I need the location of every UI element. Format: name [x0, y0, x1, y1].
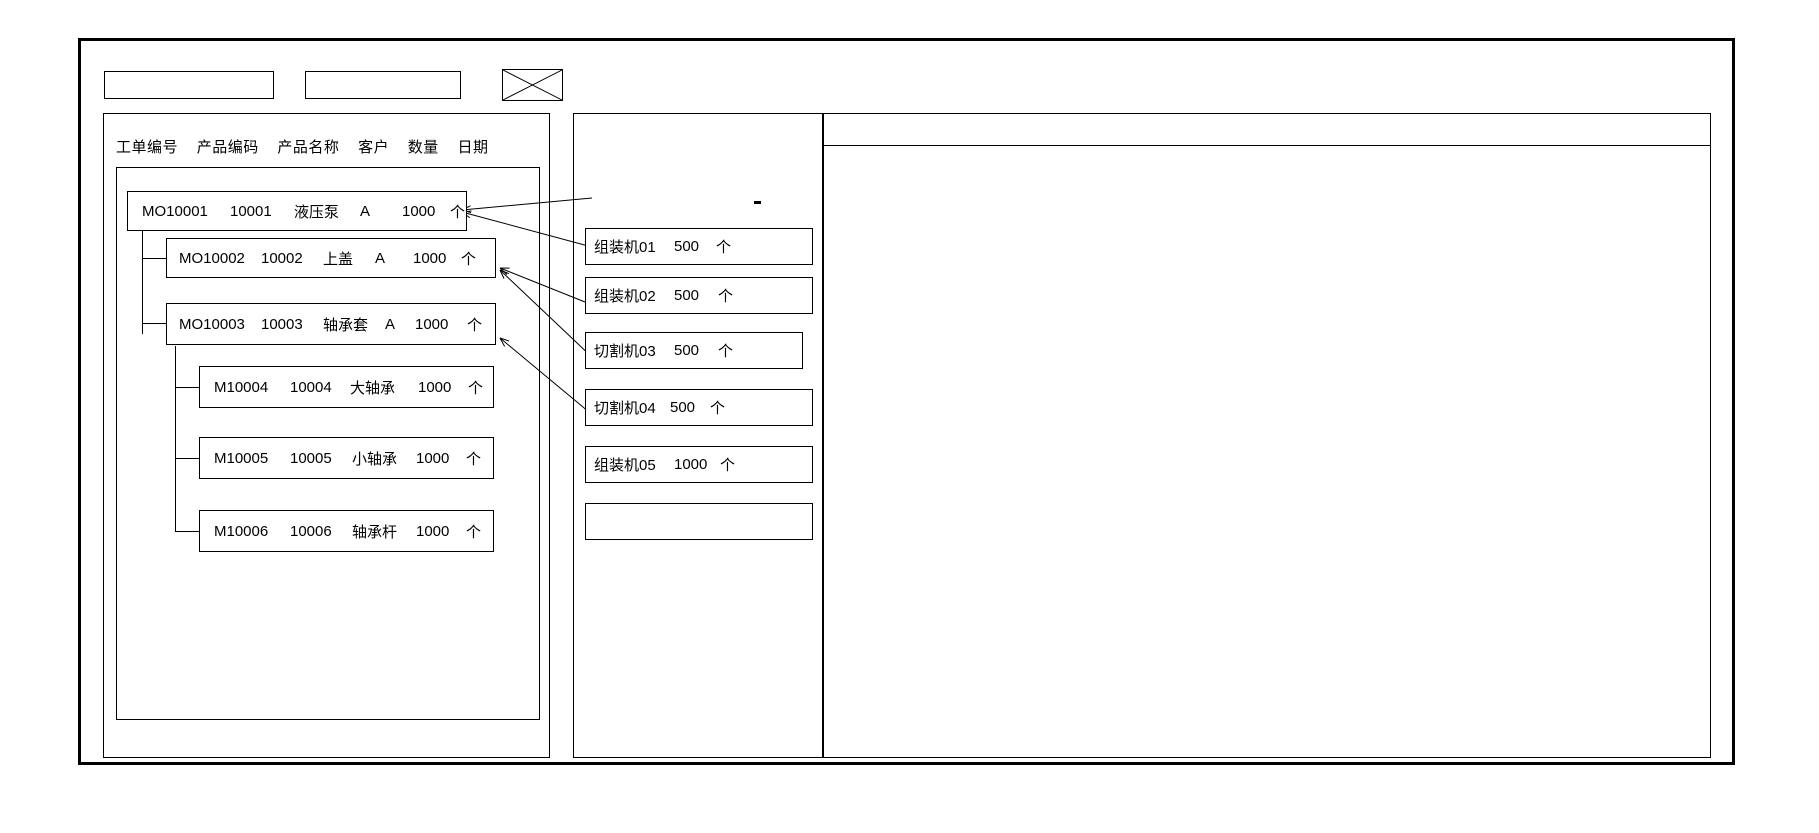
cell-qty: 1000 [418, 378, 452, 396]
table-row[interactable]: M10005 10005 小轴承 1000 个 [199, 437, 494, 479]
column-header-product-code: 产品编码 [196, 139, 259, 156]
list-item[interactable]: 组装机02 500 个 [585, 277, 813, 314]
cell-order-no: MO10001 [142, 202, 208, 220]
column-header-product-name: 产品名称 [277, 139, 340, 156]
op-unit: 个 [710, 400, 726, 417]
cell-unit: 个 [466, 523, 482, 541]
op-machine: 组装机01 [594, 239, 656, 256]
op-machine: 组装机02 [594, 288, 656, 305]
op-machine: 组装机05 [594, 457, 656, 474]
list-item[interactable]: 组装机01 500 个 [585, 228, 813, 265]
cell-product-code: 10002 [261, 249, 303, 267]
table-row[interactable]: MO10003 10003 轴承套 A 1000 个 [166, 303, 496, 345]
cell-order-no: MO10002 [179, 249, 245, 267]
op-unit: 个 [718, 343, 734, 360]
table-row[interactable]: M10004 10004 大轴承 1000 个 [199, 366, 494, 408]
cell-product-code: 10001 [230, 202, 272, 220]
cell-unit: 个 [467, 316, 483, 334]
cell-order-no: M10005 [214, 449, 269, 467]
detail-panel [823, 113, 1711, 758]
list-item-empty[interactable] [585, 503, 813, 540]
toolbar-box-2[interactable] [305, 71, 461, 99]
list-item[interactable]: 切割机04 500 个 [585, 389, 813, 426]
cell-order-no: MO10003 [179, 315, 245, 333]
application-window: 工单编号 产品编码 产品名称 客户 数量 日期 [78, 38, 1735, 765]
cell-product-name: 轴承杆 [352, 523, 398, 541]
cell-product-code: 10006 [290, 522, 332, 540]
cell-product-name: 小轴承 [352, 450, 398, 468]
tree-line-root-spine [142, 222, 143, 334]
cell-product-name: 液压泵 [294, 203, 340, 221]
column-header-row: 工单编号 产品编码 产品名称 客户 数量 日期 [116, 136, 488, 157]
cell-customer: A [375, 249, 386, 267]
op-machine: 切割机03 [594, 343, 656, 360]
tree-line-elbow-node3 [142, 323, 167, 324]
op-qty: 500 [670, 399, 696, 416]
cell-product-code: 10005 [290, 449, 332, 467]
op-unit: 个 [720, 457, 736, 474]
column-header-order-no: 工单编号 [116, 139, 179, 156]
column-header-qty: 数量 [407, 139, 439, 156]
tree-line-sub-spine [175, 346, 176, 532]
list-item[interactable]: 切割机03 500 个 [585, 332, 803, 369]
table-row[interactable]: MO10001 10001 液压泵 A 1000 个 [127, 191, 467, 231]
cell-product-code: 10004 [290, 378, 332, 396]
cell-qty: 1000 [402, 202, 436, 220]
cell-product-name: 轴承套 [323, 316, 369, 334]
placeholder-dash [754, 201, 761, 204]
toolbar-box-1[interactable] [104, 71, 274, 99]
tree-line-elbow-node6 [175, 531, 200, 532]
op-unit: 个 [718, 288, 734, 305]
cell-qty: 1000 [416, 449, 450, 467]
work-order-tree-container: MO10001 10001 液压泵 A 1000 个 MO10002 10002… [116, 167, 540, 720]
op-machine: 切割机04 [594, 400, 656, 417]
list-item[interactable]: 组装机05 1000 个 [585, 446, 813, 483]
op-qty: 1000 [674, 456, 708, 473]
column-header-date: 日期 [457, 139, 489, 156]
cell-product-name: 大轴承 [350, 379, 396, 397]
cell-qty: 1000 [413, 249, 447, 267]
cell-qty: 1000 [416, 522, 450, 540]
cross-box-icon [503, 70, 562, 100]
op-qty: 500 [674, 287, 700, 304]
table-row[interactable]: M10006 10006 轴承杆 1000 个 [199, 510, 494, 552]
op-qty: 500 [674, 342, 700, 359]
cell-product-name: 上盖 [323, 250, 354, 268]
toolbar-box-3-crossed[interactable] [502, 69, 563, 101]
cell-qty: 1000 [415, 315, 449, 333]
op-unit: 个 [716, 239, 732, 256]
op-qty: 500 [674, 238, 700, 255]
tree-line-elbow-node4 [175, 387, 200, 388]
tree-line-elbow-node5 [175, 458, 200, 459]
cell-product-code: 10003 [261, 315, 303, 333]
toolbar [81, 41, 1732, 101]
cell-unit: 个 [461, 250, 477, 268]
cell-order-no: M10004 [214, 378, 269, 396]
operation-panel: 组装机01 500 个 组装机02 500 个 切割机03 500 个 切割机0… [573, 113, 823, 758]
column-header-customer: 客户 [358, 139, 390, 156]
cell-unit: 个 [468, 379, 484, 397]
work-order-panel: 工单编号 产品编码 产品名称 客户 数量 日期 [103, 113, 550, 758]
tree-line-elbow-node2 [142, 258, 167, 259]
table-row[interactable]: MO10002 10002 上盖 A 1000 个 [166, 238, 496, 278]
cell-customer: A [360, 202, 371, 220]
cell-order-no: M10006 [214, 522, 269, 540]
cell-unit: 个 [466, 450, 482, 468]
detail-panel-header-divider [824, 145, 1710, 146]
cell-unit: 个 [450, 203, 466, 221]
cell-customer: A [385, 315, 396, 333]
